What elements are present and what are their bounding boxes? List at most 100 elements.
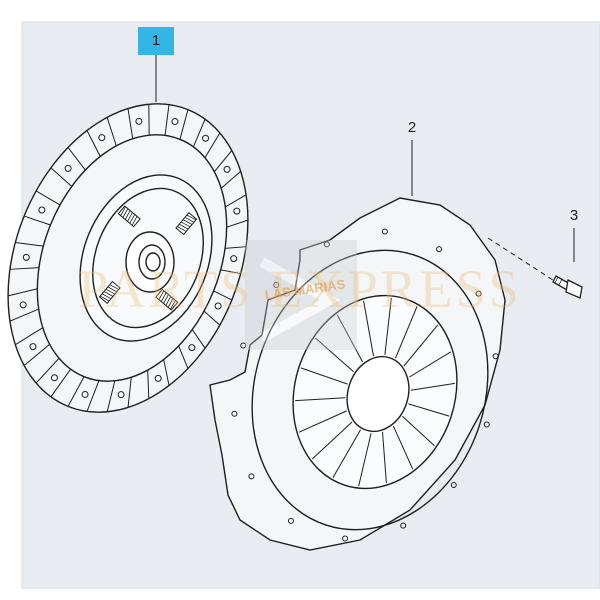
bolt-thread-2: [558, 278, 563, 286]
friction-slot: [7, 288, 38, 297]
diaphragm-finger: [392, 425, 414, 470]
diaphragm-finger: [403, 324, 439, 367]
rivet: [81, 390, 89, 398]
diaphragm-finger: [410, 382, 455, 391]
friction-slot: [9, 308, 39, 322]
diaphragm-fingers: [295, 297, 455, 487]
cover-hole: [436, 246, 443, 253]
cover-hole: [231, 410, 238, 417]
friction-slot: [86, 380, 100, 412]
rivet: [50, 374, 58, 382]
friction-slot: [225, 246, 247, 249]
cover-hole: [450, 482, 457, 489]
cover-hole: [240, 342, 247, 349]
friction-slot: [9, 267, 39, 270]
diaphragm-finger: [332, 429, 361, 478]
rivet: [64, 164, 72, 172]
center-hub-bore: [145, 252, 161, 272]
rivet: [117, 391, 125, 399]
friction-slot: [15, 327, 44, 346]
diaphragm-inner: [346, 355, 410, 433]
cover-hole: [342, 535, 349, 542]
diaphragm-finger: [363, 300, 374, 357]
cover-hole: [492, 353, 499, 360]
callout-1: 1: [138, 27, 174, 55]
friction-slot: [203, 310, 221, 326]
friction-slot: [225, 194, 247, 208]
rivet: [98, 134, 106, 142]
diaphragm-finger: [315, 337, 354, 373]
bolt-head: [565, 279, 583, 299]
damper-spring: [98, 280, 121, 304]
bolt: [487, 228, 583, 299]
friction-slot: [191, 329, 206, 349]
friction-slot: [213, 150, 233, 173]
friction-slot: [192, 118, 206, 148]
callout-2: 2: [407, 119, 417, 136]
rivet: [202, 134, 210, 142]
friction-slot: [204, 132, 221, 159]
friction-slot: [23, 343, 50, 366]
pressure-plate: [209, 140, 506, 551]
friction-slot: [127, 108, 134, 139]
watermark-chevron: [259, 257, 341, 343]
cover-bolt-holes: [231, 228, 499, 542]
diaphragm-finger: [408, 403, 450, 417]
friction-slot: [164, 104, 170, 136]
diaphragm-finger: [384, 297, 392, 355]
diaphragm-finger: [295, 397, 346, 402]
cover-hole: [273, 281, 280, 288]
friction-slots: [7, 104, 249, 412]
friction-slot: [220, 170, 241, 189]
cover-hole: [323, 241, 330, 248]
rivet: [171, 118, 179, 126]
watermark-logo: [245, 240, 357, 350]
damper-spring: [175, 212, 198, 236]
rivet: [38, 206, 46, 214]
rivet: [230, 255, 238, 263]
watermark-box: [245, 240, 357, 350]
friction-slot: [23, 215, 51, 226]
damper-springs: [98, 205, 198, 311]
rivet: [135, 117, 143, 125]
cover-hole: [400, 522, 407, 529]
friction-slot: [67, 147, 86, 171]
rivet: [223, 165, 231, 173]
center-hub-inner: [138, 244, 166, 280]
friction-slot: [106, 117, 117, 147]
cover-hole: [287, 517, 294, 524]
rivet: [188, 344, 196, 352]
cover-hole: [248, 473, 255, 480]
diaphragm-finger: [394, 306, 418, 359]
friction-slot: [50, 368, 72, 398]
diaphragm-finger: [298, 410, 347, 433]
cover-hole: [475, 290, 482, 297]
hub-plate-inner: [92, 187, 204, 329]
center-hub-outer: [125, 231, 175, 293]
rivet: [214, 302, 222, 310]
friction-slot: [67, 376, 85, 407]
friction-slot: [15, 241, 44, 247]
friction-slot: [127, 377, 132, 408]
callout-3: 3: [569, 207, 579, 224]
friction-slot: [226, 219, 249, 228]
friction-slot: [35, 190, 61, 206]
friction-slot: [35, 357, 60, 384]
bolt-dashed-axis: [487, 237, 557, 283]
bolt-thread-1: [554, 276, 559, 284]
rivet: [29, 343, 37, 351]
diaphragm-finger: [382, 431, 387, 484]
diaphragm-finger: [358, 433, 372, 487]
friction-slot: [220, 269, 241, 275]
friction-slot: [106, 380, 116, 412]
diaphragm-finger: [408, 351, 452, 378]
damper-spring: [117, 205, 141, 228]
damper-spring: [155, 288, 179, 311]
diaphragm-finger: [311, 421, 353, 460]
friction-slot: [178, 345, 189, 369]
friction-slot: [179, 109, 189, 140]
diaphragm-finger: [300, 367, 348, 385]
cover-hole: [483, 421, 490, 428]
